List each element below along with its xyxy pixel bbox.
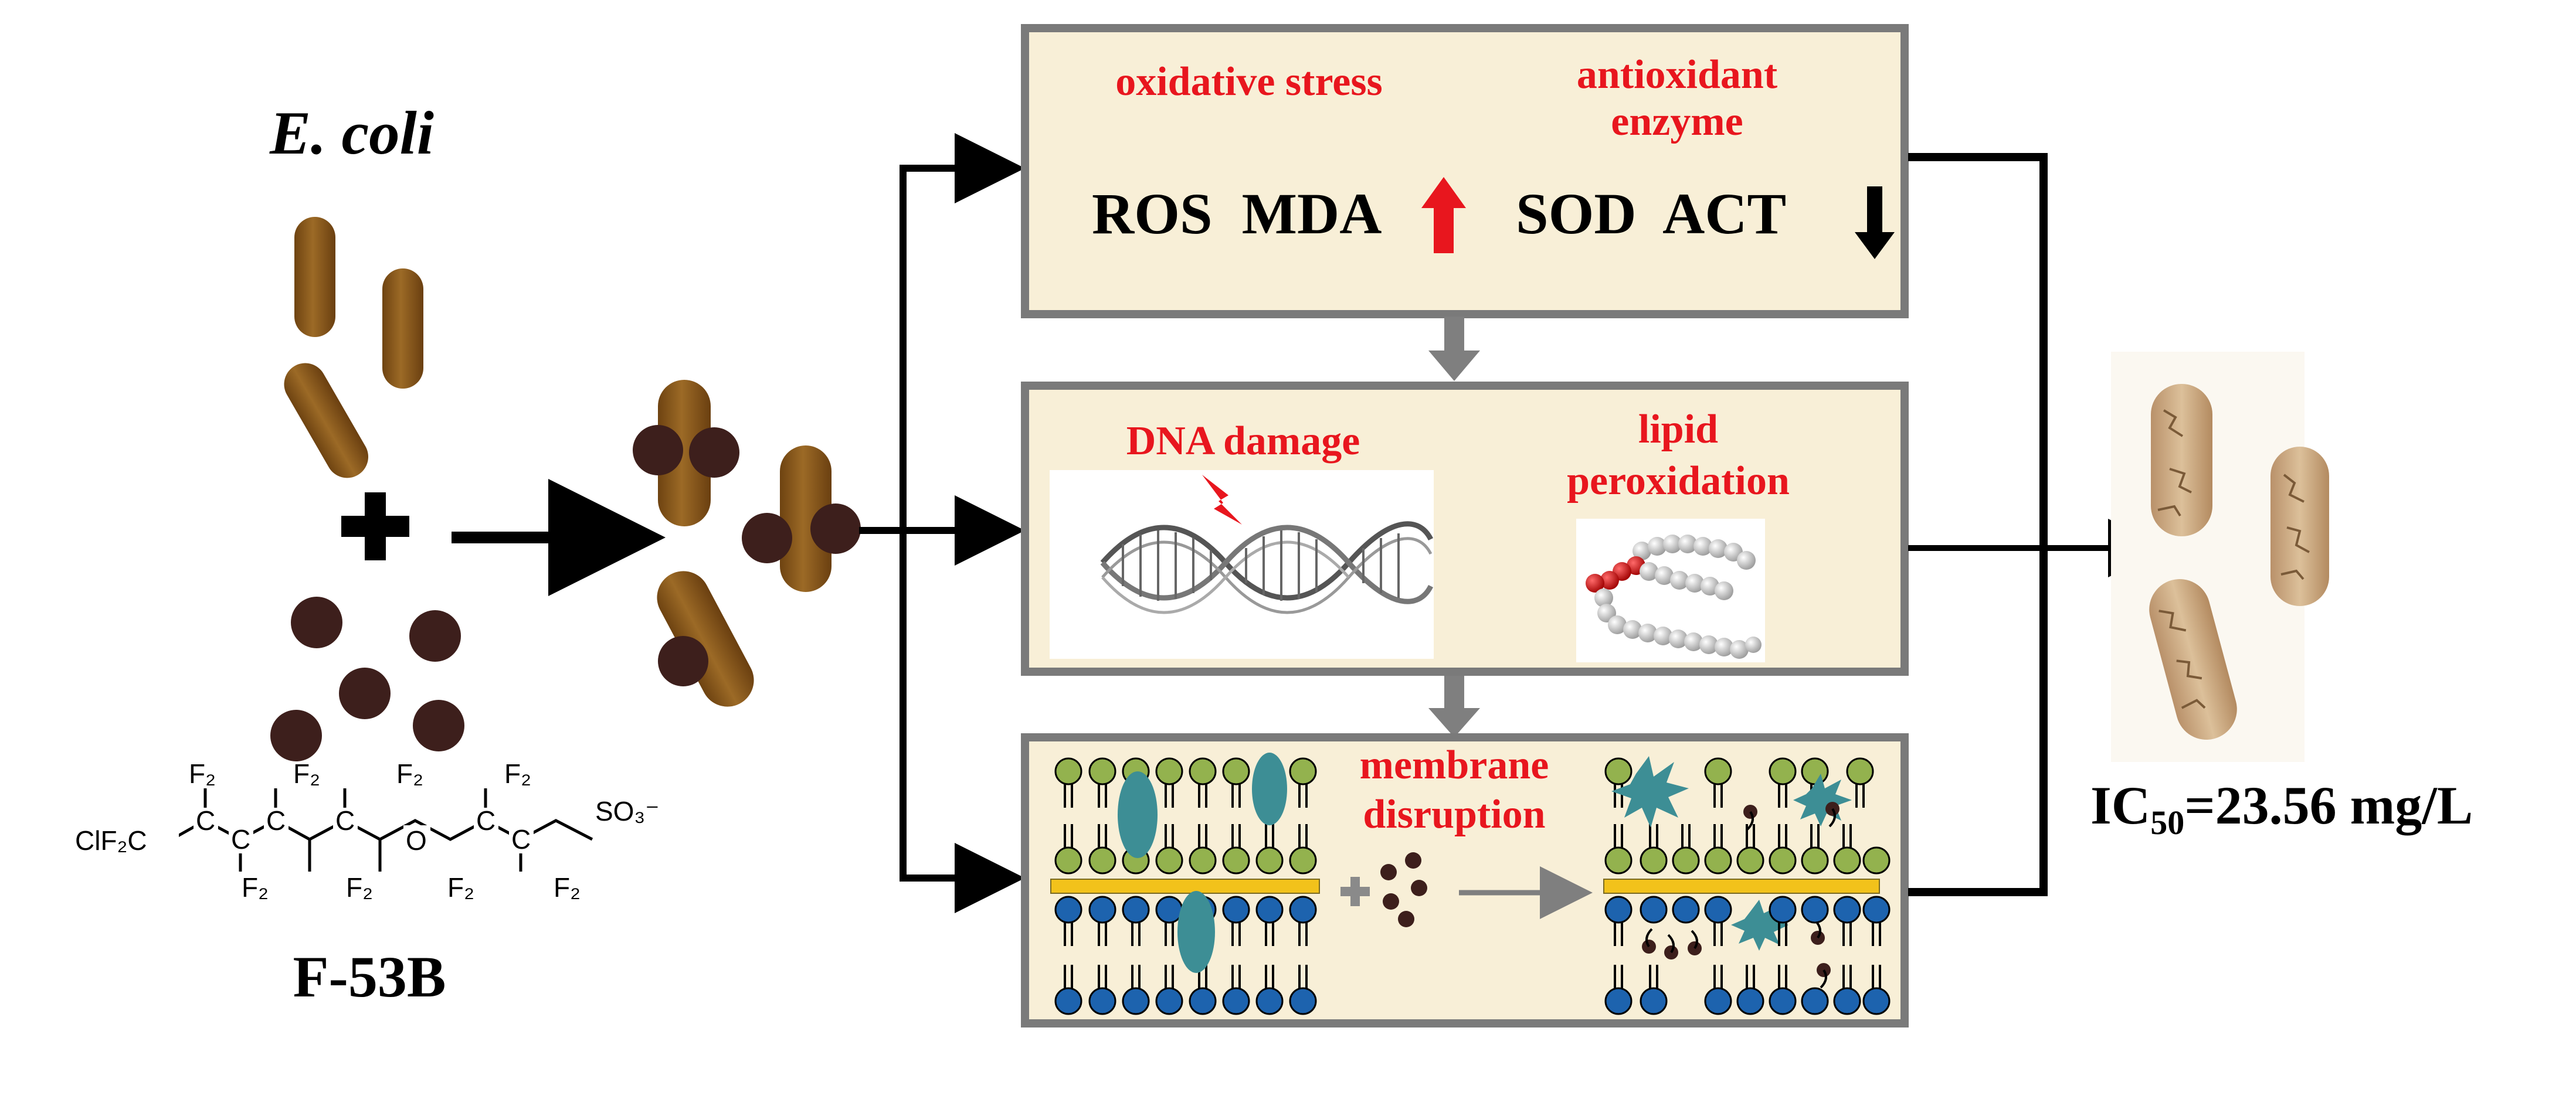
- bacterium: [657, 571, 754, 707]
- particle: [633, 425, 683, 475]
- structure-f2: F₂: [346, 872, 373, 903]
- bacterium: [658, 380, 711, 526]
- ic50-value: =23.56 mg/L: [2184, 775, 2473, 835]
- particle: [810, 503, 861, 554]
- damaged-protein: [1611, 756, 1689, 828]
- structure-f2: F₂: [396, 758, 423, 789]
- particle: [270, 710, 322, 761]
- structure-carbon: C: [231, 824, 250, 855]
- merge-connector: [1908, 153, 2167, 896]
- peroxidation-label: peroxidation: [1567, 458, 1790, 503]
- membrane-protein: [1177, 891, 1215, 973]
- f53b-particles: [270, 597, 464, 761]
- membrane-box: membrane disruption: [1021, 733, 1909, 1027]
- ic50-subscript: 50: [2150, 804, 2184, 842]
- lightning-icon: [1202, 475, 1242, 525]
- disrupted-membrane: [1603, 756, 1891, 1015]
- bacterium: [780, 445, 831, 592]
- structure-oxygen: O: [406, 825, 427, 856]
- structure-f2: F₂: [189, 758, 216, 789]
- lipid-head-row-lower: [1054, 846, 1317, 875]
- bacterium: [382, 268, 423, 389]
- structure-carbon: C: [476, 805, 495, 836]
- compound-label: F-53B: [293, 944, 446, 1009]
- damaged-bacterium: [2151, 384, 2212, 536]
- structure-end-group: ClF₂C: [75, 825, 147, 856]
- membrane-protein: [1252, 753, 1287, 825]
- lipid-label: lipid: [1638, 407, 1718, 452]
- dna-damage-label: DNA damage: [1126, 418, 1360, 464]
- dna-lipid-box: DNA damage lipid peroxidation: [1021, 382, 1909, 676]
- oxidative-stress-label: oxidative stress: [1115, 59, 1383, 104]
- branch-connector: [859, 133, 1025, 913]
- lipid-head-row-upper: [1054, 757, 1317, 785]
- particle: [339, 668, 391, 719]
- oxidative-stress-box: oxidative stress antioxidant enzyme ROS …: [1021, 24, 1909, 318]
- structure-f2: F₂: [504, 758, 531, 789]
- structure-carbon: C: [511, 824, 531, 855]
- damaged-bacterium: [2270, 447, 2329, 606]
- structure-f2: F₂: [447, 872, 474, 903]
- structure-f2: F₂: [242, 872, 269, 903]
- cell-wall-layer: [1603, 879, 1880, 894]
- box-connector: [1428, 317, 1480, 737]
- dna-helix-image: [1050, 470, 1434, 659]
- ic50-result: IC50=23.56 mg/L: [2090, 775, 2473, 842]
- ecoli-cells: [284, 217, 423, 478]
- membrane-label: membrane: [1360, 743, 1549, 788]
- particle: [742, 513, 792, 563]
- bacterium: [284, 363, 368, 478]
- organism-label: E. coli: [269, 98, 434, 167]
- antioxidant-label: antioxidant: [1577, 52, 1777, 97]
- disruption-label: disruption: [1363, 792, 1545, 837]
- structure-carbon: C: [266, 805, 286, 836]
- particle: [658, 636, 708, 686]
- structure-f2: F₂: [293, 758, 320, 789]
- exposed-cells: [633, 380, 861, 707]
- plus-icon: [341, 492, 409, 560]
- lipid-molecule-image: [1576, 519, 1765, 662]
- structure-f2: F₂: [554, 872, 581, 903]
- damaged-bacterium: [2149, 579, 2237, 740]
- particle: [689, 427, 739, 478]
- particle: [409, 610, 461, 662]
- increase-arrow-icon: [1421, 177, 1466, 253]
- sod-act-label: SOD ACT: [1516, 181, 1786, 246]
- bacterium: [294, 217, 335, 337]
- cell-wall-layer: [1050, 879, 1320, 894]
- ros-mda-label: ROS MDA: [1092, 181, 1382, 246]
- dead-cells: [2111, 352, 2329, 762]
- membrane-protein: [1118, 771, 1158, 858]
- structure-sulfonate: SO₃⁻: [595, 796, 659, 826]
- structure-carbon: C: [335, 805, 355, 836]
- decrease-arrow-icon: [1855, 186, 1895, 259]
- enzyme-label: enzyme: [1611, 99, 1743, 144]
- ic50-prefix: IC: [2090, 775, 2150, 835]
- particle: [291, 597, 342, 648]
- f53b-structure: ClF₂C C C C C C C O SO₃⁻ F₂ F₂ F₂ F₂ F₂ …: [70, 758, 668, 903]
- membrane-particles: [1380, 852, 1427, 927]
- membrane-plus-icon: [1340, 877, 1370, 906]
- particle: [413, 700, 464, 751]
- intact-membrane: [1050, 753, 1320, 1015]
- structure-carbon: C: [196, 805, 215, 836]
